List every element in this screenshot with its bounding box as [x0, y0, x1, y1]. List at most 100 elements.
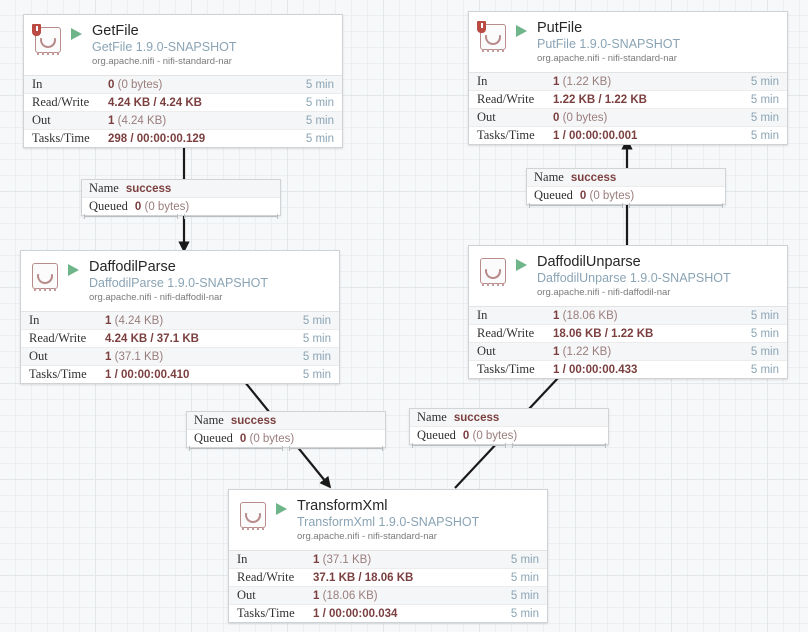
chip-pins-shape [482, 49, 504, 52]
connection-threshold-bars [410, 443, 608, 448]
stat-value-primary: 1 [313, 589, 320, 602]
stat-row: Read/Write 37.1 KB / 18.06 KB 5 min [229, 569, 547, 587]
queue-size-bar [184, 214, 278, 219]
stat-time-window: 5 min [750, 93, 779, 106]
run-status-play-icon[interactable] [273, 502, 291, 516]
stat-value-primary: 18.06 KB / 1.22 KB [553, 327, 654, 340]
connection-threshold-bars [187, 446, 385, 451]
restricted-shield-icon [32, 24, 41, 36]
connection-queued-label: Queued [89, 199, 128, 213]
stat-label: Tasks/Time [477, 362, 535, 376]
stat-label: Tasks/Time [477, 128, 535, 142]
stat-value: 4.24 KB / 37.1 KB [105, 333, 275, 345]
stat-value: 4.24 KB / 4.24 KB [108, 97, 278, 109]
stat-value: 1 (37.1 KB) [105, 351, 275, 363]
processor-type: DaffodilUnparse 1.9.0-SNAPSHOT [537, 271, 731, 285]
processor-name: TransformXml [297, 498, 388, 514]
stat-value-primary: 1 [105, 350, 112, 363]
stat-value: 0 (0 bytes) [553, 112, 723, 124]
connection-queued-label: Queued [194, 431, 233, 445]
stat-value: 1 (4.24 KB) [105, 315, 275, 327]
queue-size-bar [512, 443, 606, 448]
processor-type: PutFile 1.9.0-SNAPSHOT [537, 37, 681, 51]
run-status-play-icon[interactable] [68, 27, 86, 41]
connection-queued-value: 0 (0 bytes) [463, 430, 517, 442]
stat-value: 1 / 00:00:00.001 [553, 130, 723, 142]
stat-time-window: 5 min [302, 332, 331, 345]
processor-icon [29, 260, 61, 292]
stat-label: Read/Write [237, 570, 295, 584]
stat-time-window: 5 min [750, 75, 779, 88]
stat-value-primary: 1 [105, 314, 112, 327]
stat-value-primary: 1 [553, 309, 560, 322]
stat-label: In [477, 74, 488, 88]
stat-time-window: 5 min [302, 350, 331, 363]
stat-value: 1 (4.24 KB) [108, 115, 278, 127]
connection-relationship-value: success [570, 171, 617, 184]
restricted-shield-icon [477, 21, 486, 33]
stat-time-window: 5 min [305, 132, 334, 145]
processor-type: DaffodilParse 1.9.0-SNAPSHOT [89, 276, 269, 290]
connection-threshold-bars [527, 203, 725, 208]
stat-value: 298 / 00:00:00.129 [108, 133, 278, 145]
run-status-play-icon[interactable] [65, 263, 83, 277]
stat-time-window: 5 min [510, 571, 539, 584]
stat-row: Tasks/Time 1 / 00:00:00.001 5 min [469, 127, 787, 144]
connection-queued-count: 0 [134, 200, 142, 213]
stat-label: In [477, 308, 488, 322]
stat-value-primary: 1 [553, 75, 560, 88]
processor-type: GetFile 1.9.0-SNAPSHOT [92, 40, 237, 54]
connection-queued-size: (0 bytes) [589, 189, 635, 202]
stat-value-detail: (18.06 KB) [562, 309, 618, 322]
connection-relationship-value: success [125, 182, 172, 195]
stat-value-detail: (1.22 KB) [562, 75, 612, 88]
processor-icon [237, 499, 269, 531]
stat-value-primary: 1 / 00:00:00.410 [105, 368, 190, 381]
run-status-play-icon[interactable] [513, 24, 531, 38]
connection-queued-count: 0 [462, 429, 470, 442]
stat-value-primary: 1 / 00:00:00.433 [553, 363, 638, 376]
stat-time-window: 5 min [750, 129, 779, 142]
stat-value: 37.1 KB / 18.06 KB [313, 572, 483, 584]
stat-value-detail: (0 bytes) [117, 78, 163, 91]
stat-label: Tasks/Time [237, 606, 295, 620]
run-status-play-icon[interactable] [513, 258, 531, 272]
stat-value: 1 (1.22 KB) [553, 76, 723, 88]
connection-relationship-name: success [231, 415, 276, 427]
stat-row: Read/Write 4.24 KB / 37.1 KB 5 min [21, 330, 339, 348]
processor-chip-shape [480, 258, 506, 284]
stat-time-window: 5 min [750, 309, 779, 322]
queue-count-bar [189, 446, 283, 451]
stat-label: Read/Write [29, 331, 87, 345]
stat-value-primary: 0 [553, 111, 560, 124]
stat-value: 1 / 00:00:00.034 [313, 608, 483, 620]
chip-pins-shape [482, 283, 504, 286]
